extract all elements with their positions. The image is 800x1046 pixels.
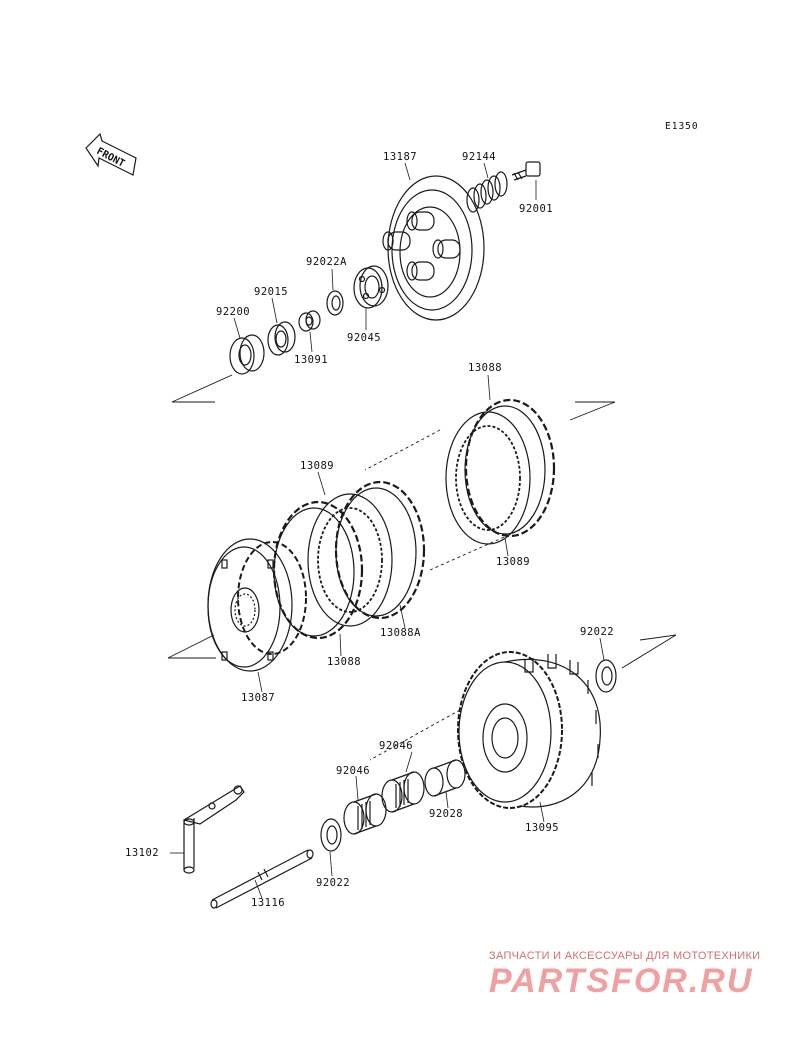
friction-plate-top [464,398,556,538]
steel-plate-left [307,493,393,627]
part-label-92001: 92001 [519,203,554,215]
part-label-92144: 92144 [462,151,497,163]
needle-bearing-lower [343,793,387,835]
clutch-housing [457,651,601,809]
lock-washer [229,334,265,375]
part-label-13087: 13087 [241,692,276,704]
part-label-92022-bottom: 92022 [316,877,351,889]
friction-plate-bottom [272,500,364,640]
washer-a [326,290,344,316]
part-label-92028: 92028 [429,808,464,820]
part-label-92045: 92045 [347,332,382,344]
front-arrow-icon: FRONT [85,132,137,176]
part-label-13089-left: 13089 [300,460,335,472]
part-label-13187: 13187 [383,151,418,163]
steel-plate-right [445,411,531,545]
needle-bearing-upper [381,771,425,813]
part-label-13088-bottom: 13088 [327,656,362,668]
part-label-92046-upper: 92046 [379,740,414,752]
nut [267,321,296,356]
clutch-hub [207,538,307,672]
part-label-13088a: 13088A [380,627,421,639]
friction-plate-a [334,480,426,620]
part-label-92015: 92015 [254,286,289,298]
washer-right [595,659,617,693]
diagram-code: E1350 [665,121,699,132]
part-label-92046-lower: 92046 [336,765,371,777]
release-shaft [182,785,245,874]
collar [298,310,321,332]
watermark-logo: PARTSFOR.RU [489,962,754,1000]
bolt [511,161,541,181]
watermark-caption: ЗАПЧАСТИ И АКСЕССУАРЫ ДЛЯ МОТОТЕХНИКИ [489,950,761,962]
sleeve [424,759,466,797]
part-label-92022-right: 92022 [580,626,615,638]
part-label-13095: 13095 [525,822,560,834]
part-label-92200: 92200 [216,306,251,318]
assembly-guide-lines [167,374,677,761]
washer-bottom [320,818,342,852]
push-rod [210,849,314,909]
clutch-spring [466,171,508,213]
part-label-13088-top: 13088 [468,362,503,374]
part-label-13091: 13091 [294,354,329,366]
part-label-13116: 13116 [251,897,286,909]
leader-lines [170,162,605,899]
part-label-92022a: 92022A [306,256,347,268]
part-label-13102: 13102 [125,847,160,859]
ball-bearing [353,265,389,309]
part-label-13089-right: 13089 [496,556,531,568]
pressure-plate [382,175,485,321]
